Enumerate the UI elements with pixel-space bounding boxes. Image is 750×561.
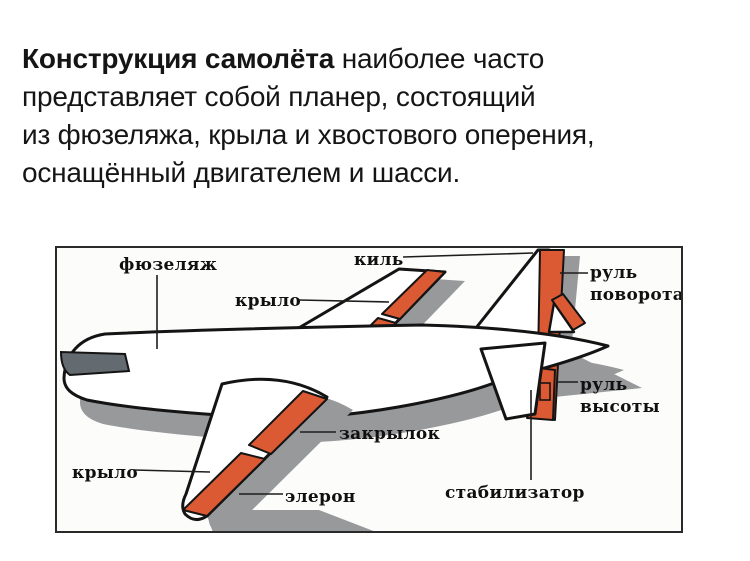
fin-label: киль	[354, 250, 404, 270]
intro-paragraph: Конструкция самолёта наиболее часто пред…	[22, 40, 722, 192]
elevator-hinge-detail	[539, 382, 551, 401]
rudder-label-line1: руль	[590, 263, 638, 283]
intro-line-2: представляет собой планер, состоящий	[22, 81, 536, 112]
rudder-label-line2: поворота	[590, 285, 681, 305]
stabilizer-label: стабилизатор	[445, 483, 585, 503]
wing-top-label-line	[298, 299, 390, 303]
near-wing-tip-shadow	[205, 510, 374, 531]
intro-line-4: оснащённый двигателем и шасси.	[22, 157, 461, 188]
fin-label-line	[402, 252, 534, 258]
fuselage	[62, 323, 610, 420]
airplane-diagram: фюзеляж крыло киль руль поворота руль вы…	[59, 248, 681, 531]
intro-line-3: из фюзеляжа, крыла и хвостового оперения…	[22, 119, 595, 150]
far-wing-flap-strip	[381, 269, 446, 320]
aileron-label: элерон	[285, 487, 356, 507]
elevator-label-line1: руль	[580, 375, 628, 395]
intro-lead-bold: Конструкция самолёта	[22, 43, 335, 74]
intro-line-1: Конструкция самолёта наиболее часто	[22, 40, 722, 78]
flap-strip	[248, 390, 328, 455]
fuselage-label: фюзеляж	[119, 255, 217, 275]
wing-bottom-label: крыло	[72, 463, 138, 483]
airplane-diagram-frame: фюзеляж крыло киль руль поворота руль вы…	[55, 246, 683, 533]
flap-label: закрылок	[339, 424, 440, 444]
intro-line-1-rest: наиболее часто	[334, 43, 545, 74]
wing-top-label: крыло	[235, 291, 301, 311]
wing-bottom-label-line	[133, 469, 211, 473]
elevator-label-line2: высоты	[580, 397, 660, 417]
near-stabilizer	[479, 341, 547, 421]
aileron-strip	[182, 452, 266, 517]
far-stabilizer	[551, 293, 586, 331]
cockpit-nose-band	[59, 350, 131, 377]
